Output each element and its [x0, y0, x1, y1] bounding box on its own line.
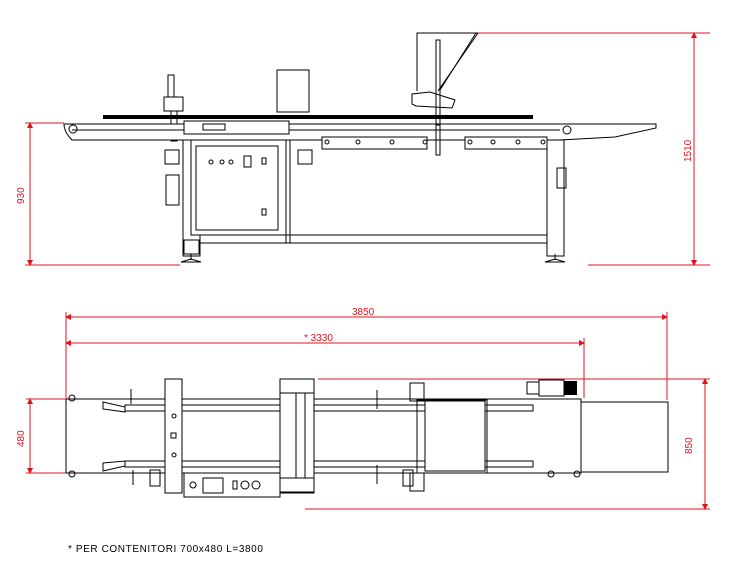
dimension-height-total: 1510: [683, 139, 694, 162]
dimension-belt-width: 480: [16, 430, 27, 447]
gantry-top: [279, 378, 315, 494]
dimension-length-container: * 3330: [304, 333, 333, 344]
control-panel: [183, 472, 281, 498]
dimension-width-total: 850: [684, 437, 695, 454]
right-leg: [546, 139, 565, 257]
column-top: [164, 378, 183, 494]
dimension-length-total: 3850: [352, 307, 375, 318]
left-column: [163, 74, 184, 142]
container-tray: [409, 382, 488, 492]
top-view: 3850 * 3330 480 850: [16, 307, 710, 510]
bottom-rail: [199, 234, 548, 244]
electrical-cabinet: [190, 139, 287, 236]
dimension-height-belt: 930: [16, 187, 27, 204]
front-view: 1510 930: [16, 32, 710, 266]
drive-motor: [526, 379, 577, 397]
motor-box: [276, 69, 310, 113]
conveyor-belt-top: [65, 398, 582, 474]
guide-bar: [103, 115, 533, 119]
container-note: * PER CONTENITORI 700x480 L=3800: [68, 544, 264, 555]
